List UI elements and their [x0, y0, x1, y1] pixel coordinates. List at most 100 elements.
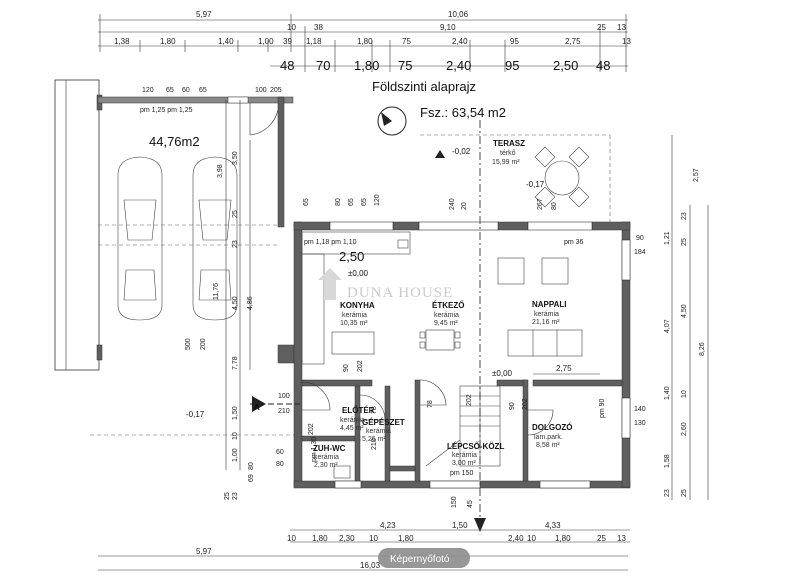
- level-marker-icon: [435, 150, 445, 158]
- dim-rb-1: 184: [634, 249, 646, 256]
- dim-t-1: 20: [461, 202, 468, 210]
- dim-garage-0: 120: [142, 87, 154, 94]
- dim-v-garage-2: 11,76: [213, 283, 220, 300]
- dim-r3-0: 1,38: [114, 37, 130, 46]
- dim-garage-1: 65: [166, 87, 174, 94]
- plan-title: Földszinti alaprajz: [372, 79, 476, 94]
- dim-b2-1: 1,80: [312, 534, 328, 543]
- dim-k-3: 120: [374, 194, 381, 206]
- dim-k-1: 65: [348, 198, 355, 206]
- room-bath-name: ZUH-WC: [313, 444, 346, 453]
- dim-b2-2: 2,30: [339, 534, 355, 543]
- dim-v-garage-1: 3,50: [232, 151, 239, 165]
- dim-rb-0: 90: [636, 235, 644, 242]
- level-terrace-1: -0,02: [452, 147, 471, 156]
- dim-v-garage-7: 23: [232, 240, 239, 248]
- dim-m-275: 2,75: [556, 364, 572, 373]
- dim-k-0: 80: [335, 198, 342, 206]
- dining-table-icon: [419, 329, 461, 351]
- toilet-icon: [333, 465, 351, 479]
- dim-k-2: 65: [361, 198, 368, 206]
- dim-k-4: 65: [303, 198, 310, 206]
- dim-r4-2: 1,80: [354, 58, 379, 73]
- dim-r4-6: 2,50: [553, 58, 578, 73]
- level-kitchen: ±0,00: [348, 269, 369, 278]
- kitchen-island: [331, 331, 375, 355]
- dim-m-202d: 202: [308, 423, 315, 435]
- room-study-area: 8,58 m²: [536, 442, 560, 449]
- dim-right-11: 23: [664, 489, 671, 497]
- room-stairs-name: LÉPCSŐ-KÖZL: [447, 442, 504, 451]
- dim-r4-3: 75: [398, 58, 412, 73]
- dim-m-pm130: pm 1,30: [311, 437, 318, 462]
- dim-right-7: 1,40: [664, 386, 671, 400]
- right-dimension-chain: 2,57 23 25 1,21 4,50 8,26 4,07 1,40 10 2…: [564, 135, 709, 500]
- dim-garage-500: 500: [185, 338, 192, 350]
- dim-right-5: 8,26: [699, 342, 706, 356]
- dim-right-12: 25: [681, 489, 688, 497]
- dim-b1-1: 4,33: [545, 521, 561, 530]
- dim-r2-2: 25: [597, 23, 606, 32]
- dim-low-1: 10: [232, 432, 239, 440]
- dim-b150: 1,50: [452, 521, 468, 530]
- dim-b2-6: 10: [527, 534, 536, 543]
- kitchen-counter-top: [301, 231, 411, 255]
- dim-low-2: 1,00: [232, 448, 239, 462]
- dim-b2-4: 1,80: [398, 534, 414, 543]
- dim-r3-6: 1,80: [357, 37, 373, 46]
- screenshot-caption: Képernyőfotó: [378, 548, 470, 568]
- agency-watermark: DUNA HOUSE: [318, 268, 453, 301]
- dim-garage-2: 60: [182, 87, 190, 94]
- dim-garage-pm: pm 1,25 pm 1,25: [140, 107, 193, 114]
- room-hall-name: ELŐTÉR: [342, 406, 375, 415]
- dim-r3-10: 2,75: [565, 37, 581, 46]
- dim-m-202c: 202: [522, 398, 529, 410]
- dim-b2-0: 10: [287, 534, 296, 543]
- dim-t-3: 80: [551, 202, 558, 210]
- car-left-icon: [117, 156, 163, 321]
- dim-right-9: 2,60: [681, 422, 688, 436]
- room-terrace-area: 15,99 m²: [492, 159, 520, 166]
- dim-door-100: 100: [278, 393, 290, 400]
- dim-garage-4: 100: [255, 87, 267, 94]
- dim-r3-4: 39: [283, 37, 292, 46]
- dim-rb-3: 130: [634, 420, 646, 427]
- dim-right-0: 2,57: [693, 168, 700, 182]
- dim-250: 2,50: [339, 249, 364, 264]
- garage-area: 44,76m2: [149, 134, 200, 149]
- dim-v-garage-0: 3,98: [217, 164, 224, 178]
- room-utility-sub: kerámia: [366, 428, 391, 435]
- terrace: TERASZ térkő 15,99 m² -0,02 -0,17: [420, 134, 611, 222]
- dim-garage-5: 205: [270, 87, 282, 94]
- dim-m-90a: 90: [343, 364, 350, 372]
- room-study-name: DOLGOZÓ: [532, 423, 572, 432]
- sink-icon: [397, 239, 409, 249]
- dim-top-left: 5,97: [196, 10, 212, 19]
- dim-v-garage-4: 4,86: [247, 296, 254, 310]
- watermark-text: DUNA HOUSE: [347, 285, 453, 301]
- dim-m-202b: 202: [466, 394, 473, 406]
- room-utility-name: GÉPÉSZET: [362, 418, 405, 427]
- dim-low-0: 1,50: [232, 406, 239, 420]
- bottom-dimension-chain: 4,23 1,50 4,33 10 1,80 2,30 10 1,80 2,40…: [98, 521, 630, 571]
- house-walls: [293, 221, 631, 489]
- dim-right-8: 10: [681, 390, 688, 398]
- dim-m-90b: 90: [509, 402, 516, 410]
- dim-r3-1: 1,80: [160, 37, 176, 46]
- level-hall: ±0,00: [492, 369, 513, 378]
- dim-v-garage-3: 4,50: [232, 296, 239, 310]
- dim-r3-7: 75: [402, 37, 411, 46]
- dim-right-6: 4,07: [664, 319, 671, 333]
- room-study-sub: lam.park.: [534, 434, 563, 441]
- dim-m-78: 78: [427, 400, 434, 408]
- dim-r2-3: 13: [617, 23, 626, 32]
- dim-garage-200: 200: [200, 338, 207, 350]
- dim-b2-3: 10: [369, 534, 378, 543]
- dim-door-210: 210: [278, 408, 290, 415]
- dim-r4-0: 48: [280, 58, 294, 73]
- dim-v-garage-5: 7,78: [232, 356, 239, 370]
- dim-r3-9: 95: [510, 37, 519, 46]
- level-garage: -0,17: [186, 410, 205, 419]
- room-bath-area: 2,30 m²: [314, 462, 338, 469]
- dim-bottom-total: 16,03: [360, 561, 381, 570]
